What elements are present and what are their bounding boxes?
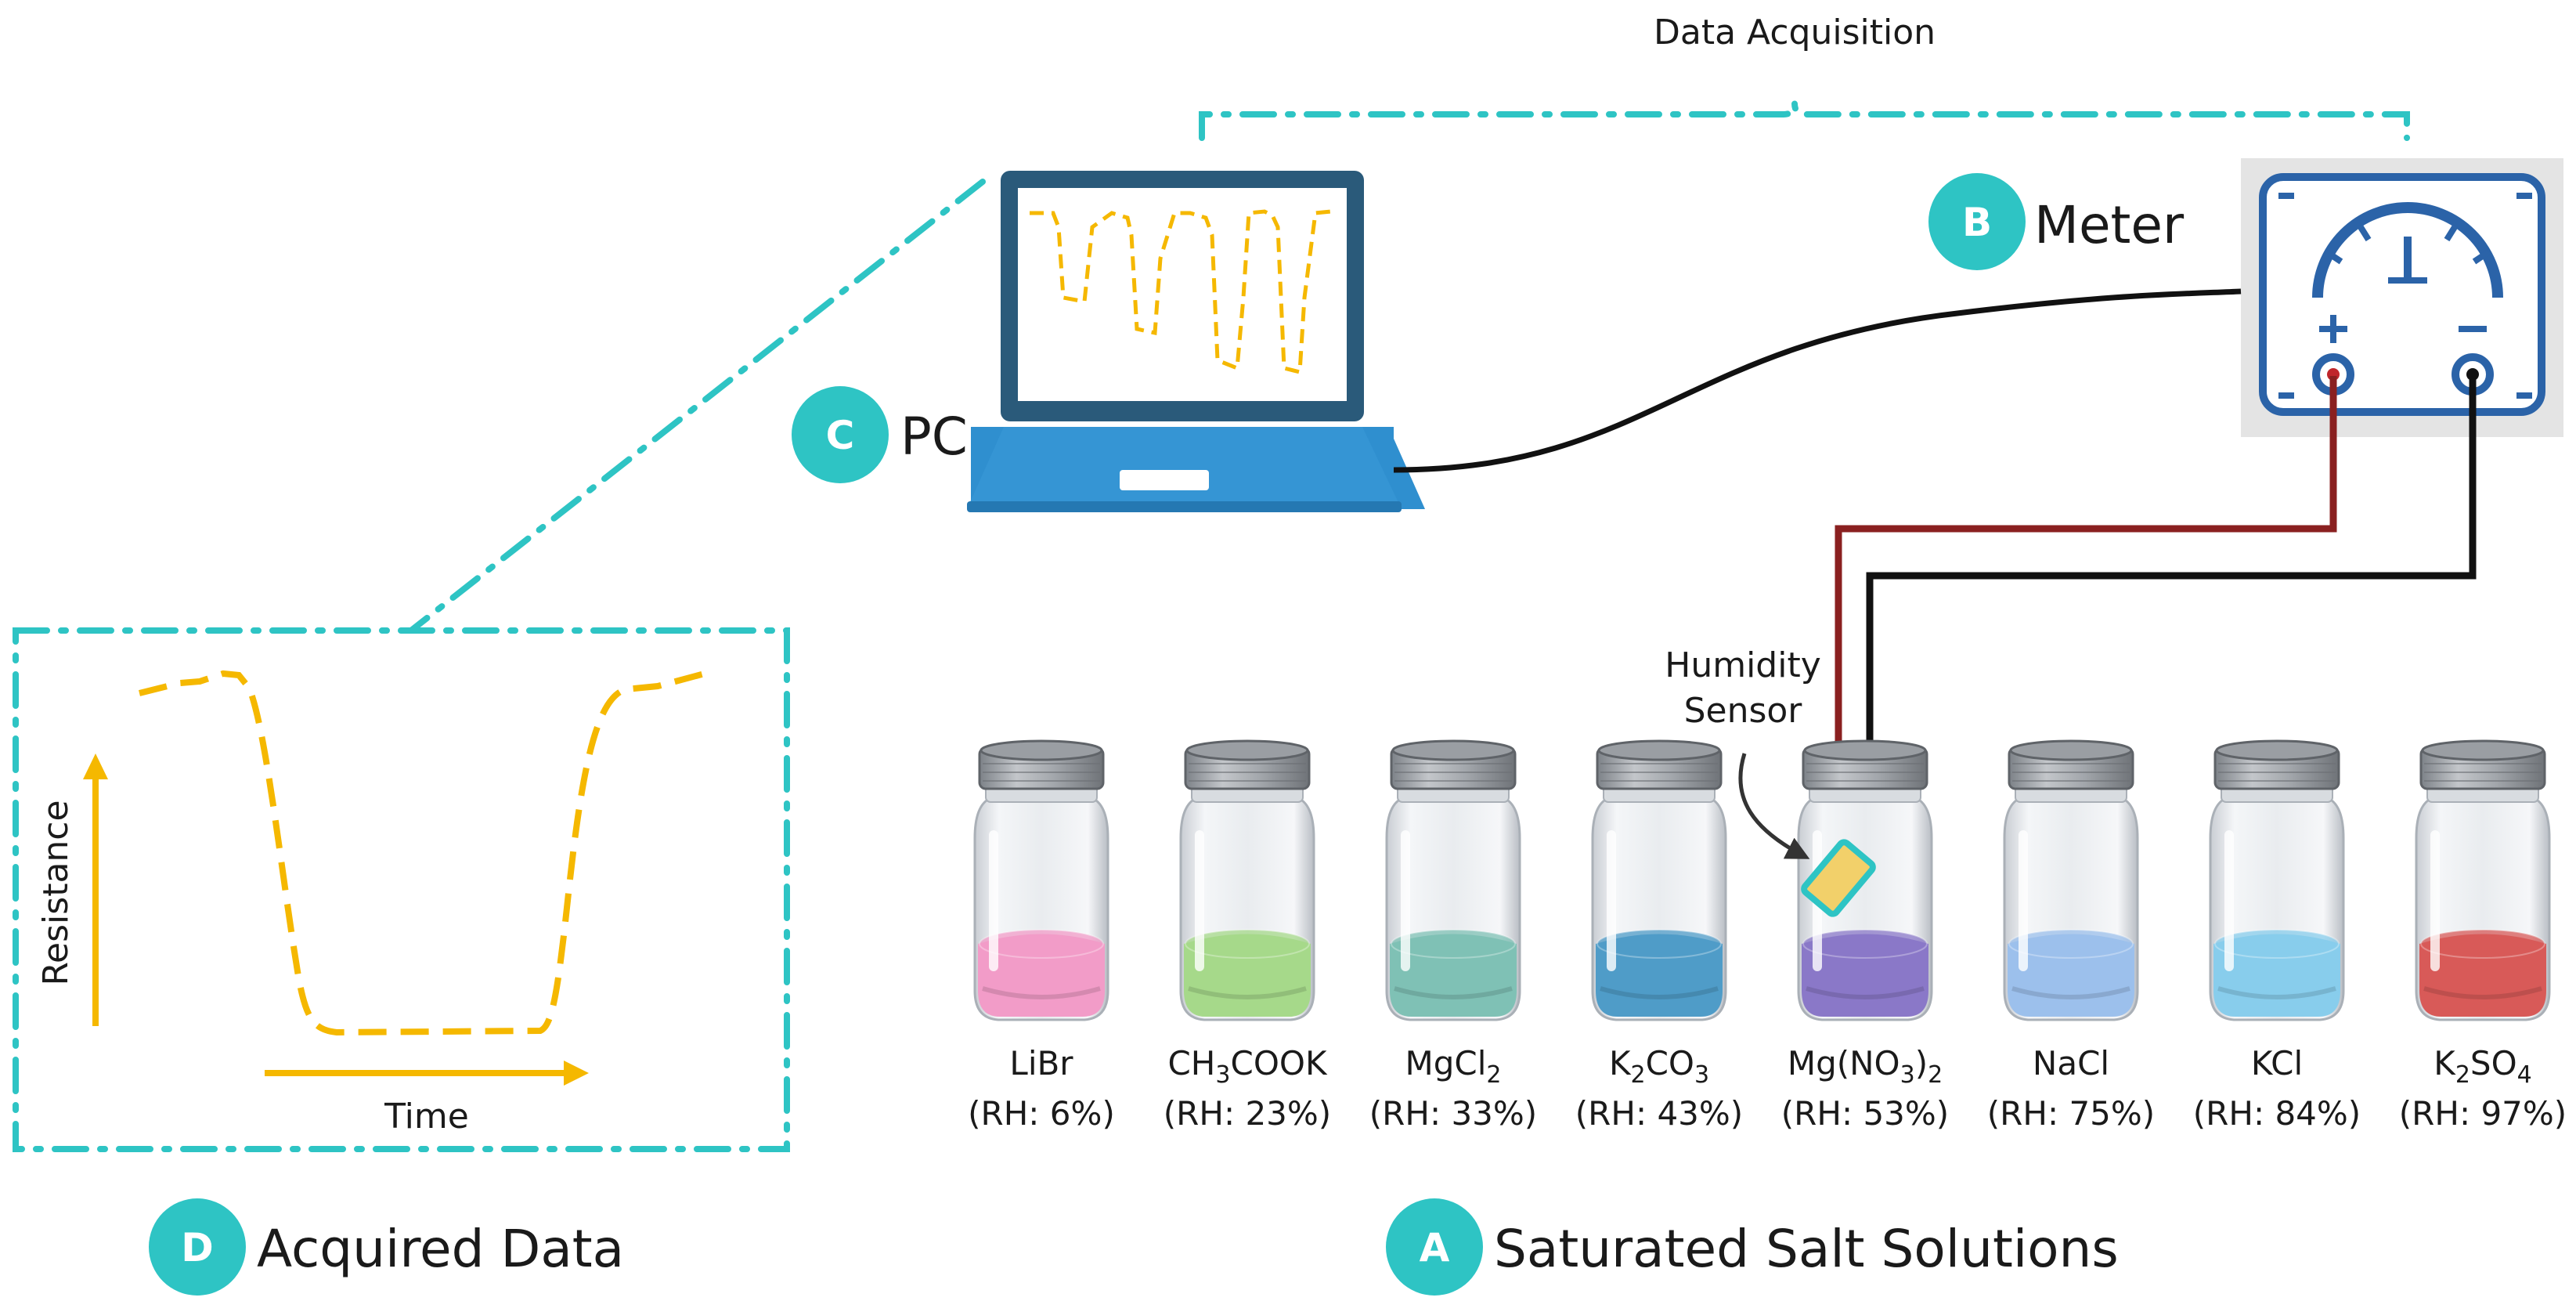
salt-name: NaCl xyxy=(2033,1044,2109,1082)
jar-6: NaCl (RH: 75%) xyxy=(1987,739,2155,1133)
acquired-data-badge: D xyxy=(149,1198,246,1296)
jar-4: K2​CO3​ (RH: 43%) xyxy=(1575,739,1743,1133)
laptop-icon xyxy=(967,171,1425,512)
meter-label: Meter xyxy=(2034,195,2185,255)
meter-badge: B xyxy=(1928,173,2026,270)
acquired-data-label: Acquired Data xyxy=(257,1219,624,1279)
jar-8: K2​SO4​ (RH: 97%) xyxy=(2399,739,2567,1133)
svg-text:A: A xyxy=(1420,1225,1450,1270)
data-acquisition-label: Data Acquisition xyxy=(1654,13,1936,52)
salt-rh-label: (RH: 84%) xyxy=(2193,1094,2361,1133)
salt-rh-label: (RH: 97%) xyxy=(2399,1094,2567,1133)
salt-solutions-badge: A xyxy=(1386,1198,1483,1296)
sensor-icon xyxy=(1801,839,1876,917)
svg-text:D: D xyxy=(181,1225,214,1270)
pc-to-data-line xyxy=(408,179,986,634)
meter-icon xyxy=(2241,158,2563,437)
time-axis-label: Time xyxy=(384,1097,469,1137)
salt-name: Mg(NO3​)2​ xyxy=(1788,1044,1943,1089)
red-wire xyxy=(1835,376,2337,862)
jar-3: MgCl2​ (RH: 33%) xyxy=(1369,739,1537,1133)
svg-text:C: C xyxy=(826,413,855,458)
humidity-sensor-label-2: Sensor xyxy=(1684,691,1803,731)
salt-rh-label: (RH: 23%) xyxy=(1164,1094,1331,1133)
salt-rh-label: (RH: 53%) xyxy=(1781,1094,1949,1133)
salt-rh-label: (RH: 33%) xyxy=(1369,1094,1537,1133)
laptop-meter-cable xyxy=(1393,288,2242,473)
salt-name: KCl xyxy=(2251,1044,2303,1082)
sensor-pointer-arrow xyxy=(1738,753,1810,859)
salt-name: LiBr xyxy=(1009,1044,1073,1082)
salt-solutions-label: Saturated Salt Solutions xyxy=(1494,1219,2119,1279)
jar-1: LiBr (RH: 6%) xyxy=(968,739,1115,1133)
pc-label: PC xyxy=(900,407,968,467)
salt-name: K2​SO4​ xyxy=(2433,1044,2531,1089)
salt-rh-label: (RH: 75%) xyxy=(1987,1094,2155,1133)
jar-2: CH3​COOK (RH: 23%) xyxy=(1164,739,1331,1133)
resistance-axis-label: Resistance xyxy=(36,800,76,985)
connection-lines xyxy=(13,103,2410,1152)
acquired-data-box xyxy=(13,627,790,1152)
data-acquisition-bracket xyxy=(1199,103,2410,141)
jar-7: KCl (RH: 84%) xyxy=(2193,739,2361,1133)
pc-badge: C xyxy=(792,386,889,483)
humidity-sensor-label: Humidity xyxy=(1665,645,1821,685)
salt-rh-label: (RH: 43%) xyxy=(1575,1094,1743,1133)
jar-5: Mg(NO3​)2​ (RH: 53%) xyxy=(1781,739,1949,1133)
acquired-data-plot: Resistance Time xyxy=(36,670,706,1137)
salt-name: CH3​COOK xyxy=(1167,1044,1327,1089)
svg-text:B: B xyxy=(1962,200,1992,245)
salt-rh-label: (RH: 6%) xyxy=(968,1094,1115,1133)
resistance-curve xyxy=(139,670,706,1036)
salt-name: K2​CO3​ xyxy=(1609,1044,1709,1089)
jars-group: LiBr (RH: 6%) CH3​COOK (RH: 23%) MgCl2​ (RH: … xyxy=(968,739,2567,1133)
black-wire xyxy=(1866,376,2477,862)
salt-name: MgCl2​ xyxy=(1405,1044,1502,1089)
